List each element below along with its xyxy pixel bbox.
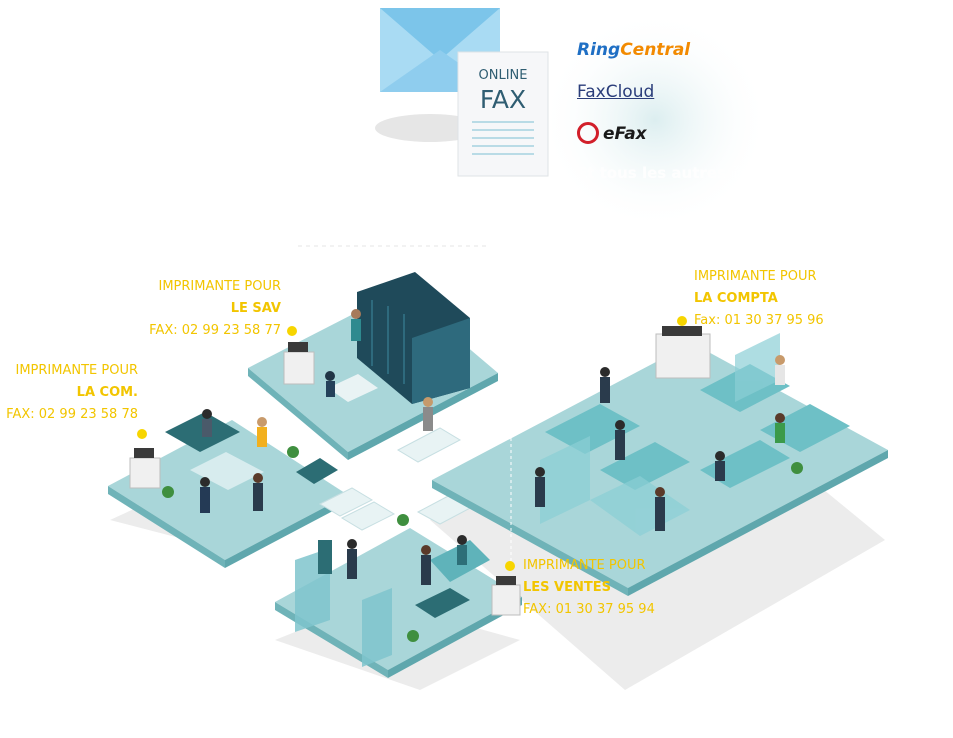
ringcentral-central: Central [620,40,691,60]
printer-ventes-icon [491,584,521,616]
faxcloud-logo: FaxCloud [577,82,655,102]
marker-ventes [505,561,515,571]
label-compta-line2: LA COMPTA [694,291,778,306]
printer-sav-icon [283,351,315,385]
marker-sav [287,326,297,336]
label-com-line2: LA COM. [76,385,138,400]
fax-document-icon: ONLINE FAX [457,51,549,177]
marker-compta [677,316,687,326]
label-com: IMPRIMANTE POUR LA COM. FAX: 02 99 23 58… [6,360,138,426]
label-sav-line2: LE SAV [230,301,281,316]
providers-glow [540,10,770,230]
ringcentral-ring: Ring [577,40,621,60]
label-compta-line3: Fax: 01 30 37 95 96 [694,313,824,328]
label-com-line3: FAX: 02 99 23 58 78 [6,407,138,422]
marker-com [137,429,147,439]
label-ventes-line2: LES VENTES [523,580,611,595]
fax-card-line1: ONLINE [479,68,528,83]
label-sav-line1: IMPRIMANTE POUR [158,279,282,294]
efax-logo: eFax [603,124,647,144]
other-providers-text: Et tous les autres fournisseurs [577,164,837,182]
label-ventes-line3: FAX: 01 30 37 95 94 [523,602,655,617]
platform-ventes [275,528,522,678]
label-com-line1: IMPRIMANTE POUR [15,363,139,378]
label-sav-line3: FAX: 02 99 23 58 77 [149,323,281,338]
label-compta-line1: IMPRIMANTE POUR [694,269,817,284]
printer-compta-icon [655,333,711,379]
ringcentral-logo: RingCentral [577,40,690,60]
platform-compta [162,326,888,642]
label-compta: IMPRIMANTE POUR LA COMPTA Fax: 01 30 37 … [694,266,824,332]
platform-com [108,409,348,568]
platform-sav [248,272,498,460]
envelope-icon [375,8,500,142]
fax-card-line2: FAX [480,85,526,114]
label-ventes-line1: IMPRIMANTE POUR [523,558,646,573]
printer-markers [137,316,687,571]
printer-com-icon [129,457,161,489]
label-sav: IMPRIMANTE POUR LE SAV FAX: 02 99 23 58 … [149,276,281,342]
label-ventes: IMPRIMANTE POUR LES VENTES FAX: 01 30 37… [523,555,655,621]
efax-mark-icon [577,122,599,144]
